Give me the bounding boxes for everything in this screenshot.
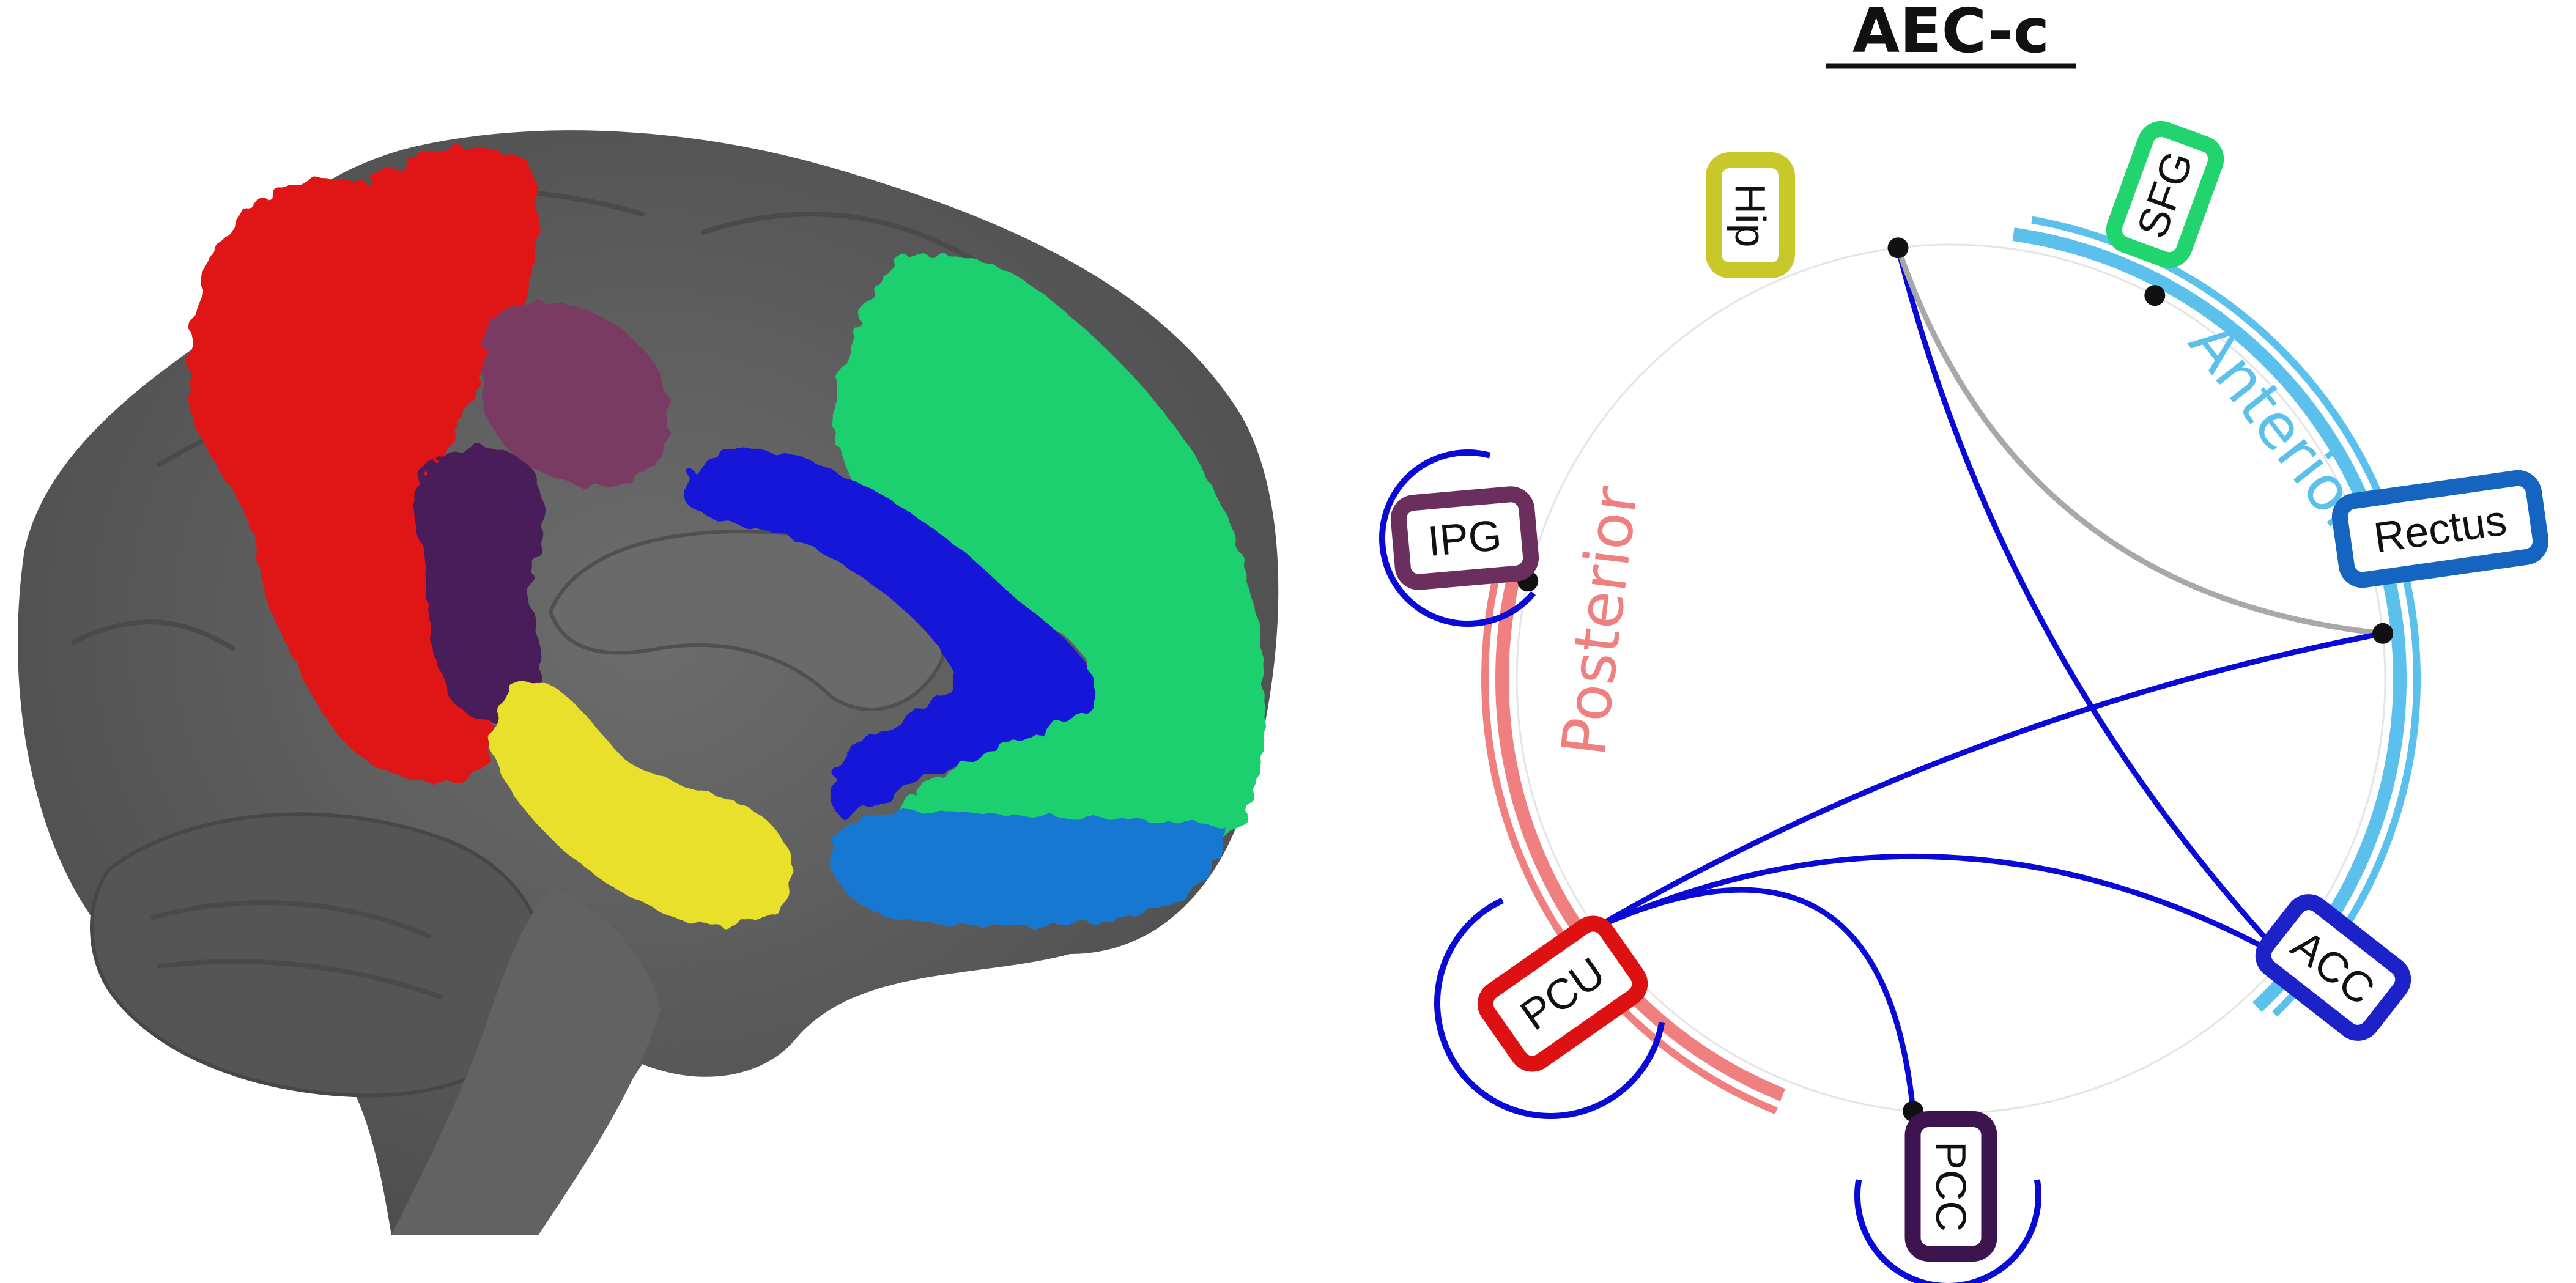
node-dot-rectus (2372, 623, 2394, 644)
node-box-rectus (2331, 470, 2549, 588)
self-loop-ipg (1379, 449, 1536, 627)
node-dot-hip (1887, 237, 1909, 259)
node-label-hip: Hip (1706, 152, 1795, 278)
region-sfg (834, 253, 1265, 857)
node-box-hip (1706, 152, 1795, 278)
group-arc-posterior (1481, 533, 1778, 1115)
connection-rectus-pcu (1594, 630, 2383, 931)
region-hip (489, 679, 792, 925)
node-label-ipg: IPG (1390, 486, 1539, 590)
region-pcc (416, 448, 544, 720)
node-label-sfg: SFG (2106, 120, 2224, 268)
brain-corpus-callosum (548, 530, 946, 711)
group-arc-posterior (1495, 530, 1786, 1101)
region-acc (684, 448, 1095, 819)
node-label-pcc: PCC (1904, 1111, 1997, 1262)
connection-pcu-pcc (1594, 887, 1916, 1112)
brain-sagittal-view (18, 130, 1279, 1235)
connection-pcu-acc (1594, 853, 2285, 961)
region-rectus (831, 810, 1224, 927)
connection-hip-acc (1895, 247, 2286, 960)
figure-title: AEC-c (1852, 0, 2049, 67)
node-box-ipg (1390, 486, 1539, 590)
node-label-text-ipg: IPG (1426, 511, 1504, 565)
node-label-pcu: PCU (1477, 915, 1648, 1072)
node-box-acc (2255, 894, 2411, 1041)
self-loop-pcu (1434, 897, 1665, 1119)
node-box-pcc (1904, 1111, 1997, 1262)
node-label-text-hip: Hip (1727, 183, 1774, 247)
brain-stem (391, 887, 661, 1235)
node-label-text-pcc: PCC (1927, 1141, 1975, 1232)
region-ipg (482, 302, 669, 486)
self-loop-pcc (1854, 1179, 2041, 1283)
group-label-posterior: Posterior (1548, 482, 1652, 760)
node-label-acc: ACC (2255, 894, 2411, 1041)
node-box-sfg (2106, 120, 2224, 268)
node-dot-sfg (2144, 285, 2166, 306)
node-label-rectus: Rectus (2331, 470, 2549, 588)
connection-hip-rectus (1895, 246, 2383, 637)
node-box-pcu (1477, 915, 1648, 1072)
